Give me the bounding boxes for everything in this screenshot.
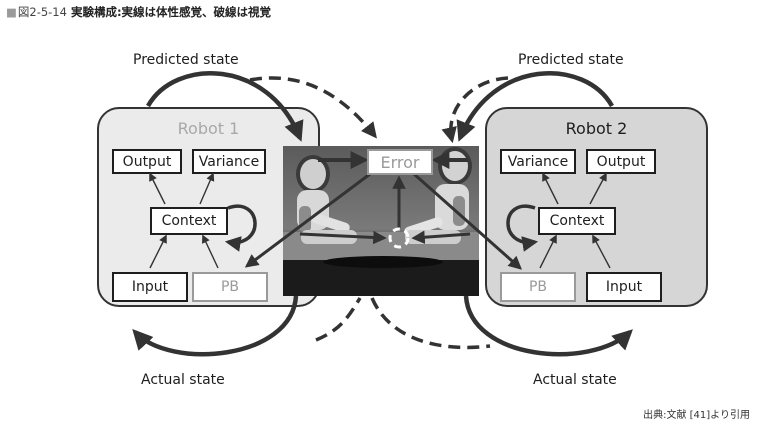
robot1-context-recurrent-loop [224, 204, 257, 252]
robot2-context-recurrent-loop [506, 204, 539, 252]
actual-state-right-label: Actual state [533, 372, 617, 388]
robot2-context-box: Context [538, 207, 616, 235]
predicted-visual-right-dashed-arrow [441, 76, 509, 144]
figure-caption: 実験構成:実線は体性感覚、破線は視覚 [70, 5, 272, 19]
robot2-arm-line [411, 230, 471, 244]
robot1-context-to-variance-arrow [199, 172, 215, 205]
actual-visual-center-dashed-arc [370, 297, 491, 350]
actual-state-left-label: Actual state [141, 372, 225, 388]
actual-state-left-arrow [132, 295, 299, 357]
source-citation: 出典:文献 [41]より引用 [643, 410, 750, 421]
actual-state-right-arrow [463, 295, 633, 357]
robot2-context-to-output-arrow [589, 172, 607, 205]
error-box: Error [367, 149, 433, 175]
actual-visual-left-dashed-arc [315, 297, 362, 342]
predicted-state-left-arrow [146, 70, 304, 142]
predicted-visual-left-dashed-arrow [249, 76, 377, 139]
robot1-arm-line [299, 230, 387, 245]
error-to-robot2-pb-line [413, 172, 523, 270]
robot2-pb-box: PB [500, 272, 576, 302]
robot2-title: Robot 2 [565, 119, 628, 138]
robot1-context-to-output-arrow [149, 172, 166, 205]
robot2-output-box: Output [586, 149, 656, 174]
left-robot-figure [296, 155, 357, 244]
robot1-output-box: Output [112, 149, 182, 174]
robot2-context-to-variance-arrow [542, 172, 559, 205]
robot1-variance-box: Variance [192, 149, 266, 174]
figure-number: 図2-5-14 [17, 5, 67, 19]
robot1-title: Robot 1 [177, 119, 240, 138]
predicted-state-right-arrow [456, 70, 614, 142]
robot1-context-box: Context [150, 207, 228, 235]
robot1-pb-to-context-arrow [202, 234, 219, 269]
robot1-input-to-context-arrow [149, 234, 167, 269]
robot2-variance-box: Variance [500, 149, 576, 174]
predicted-state-left-label: Predicted state [133, 52, 239, 68]
title-marker: ■ [6, 5, 17, 19]
robot2-input-box: Input [586, 272, 662, 302]
target-marker [388, 227, 410, 249]
robot2-pb-to-context-arrow [539, 234, 557, 269]
error-to-robot1-pb-line [244, 172, 371, 268]
robot1-input-box: Input [112, 272, 188, 302]
robot2-input-to-context-arrow [592, 234, 611, 269]
robot1-pb-box: PB [192, 272, 268, 302]
predicted-state-right-label: Predicted state [518, 52, 624, 68]
